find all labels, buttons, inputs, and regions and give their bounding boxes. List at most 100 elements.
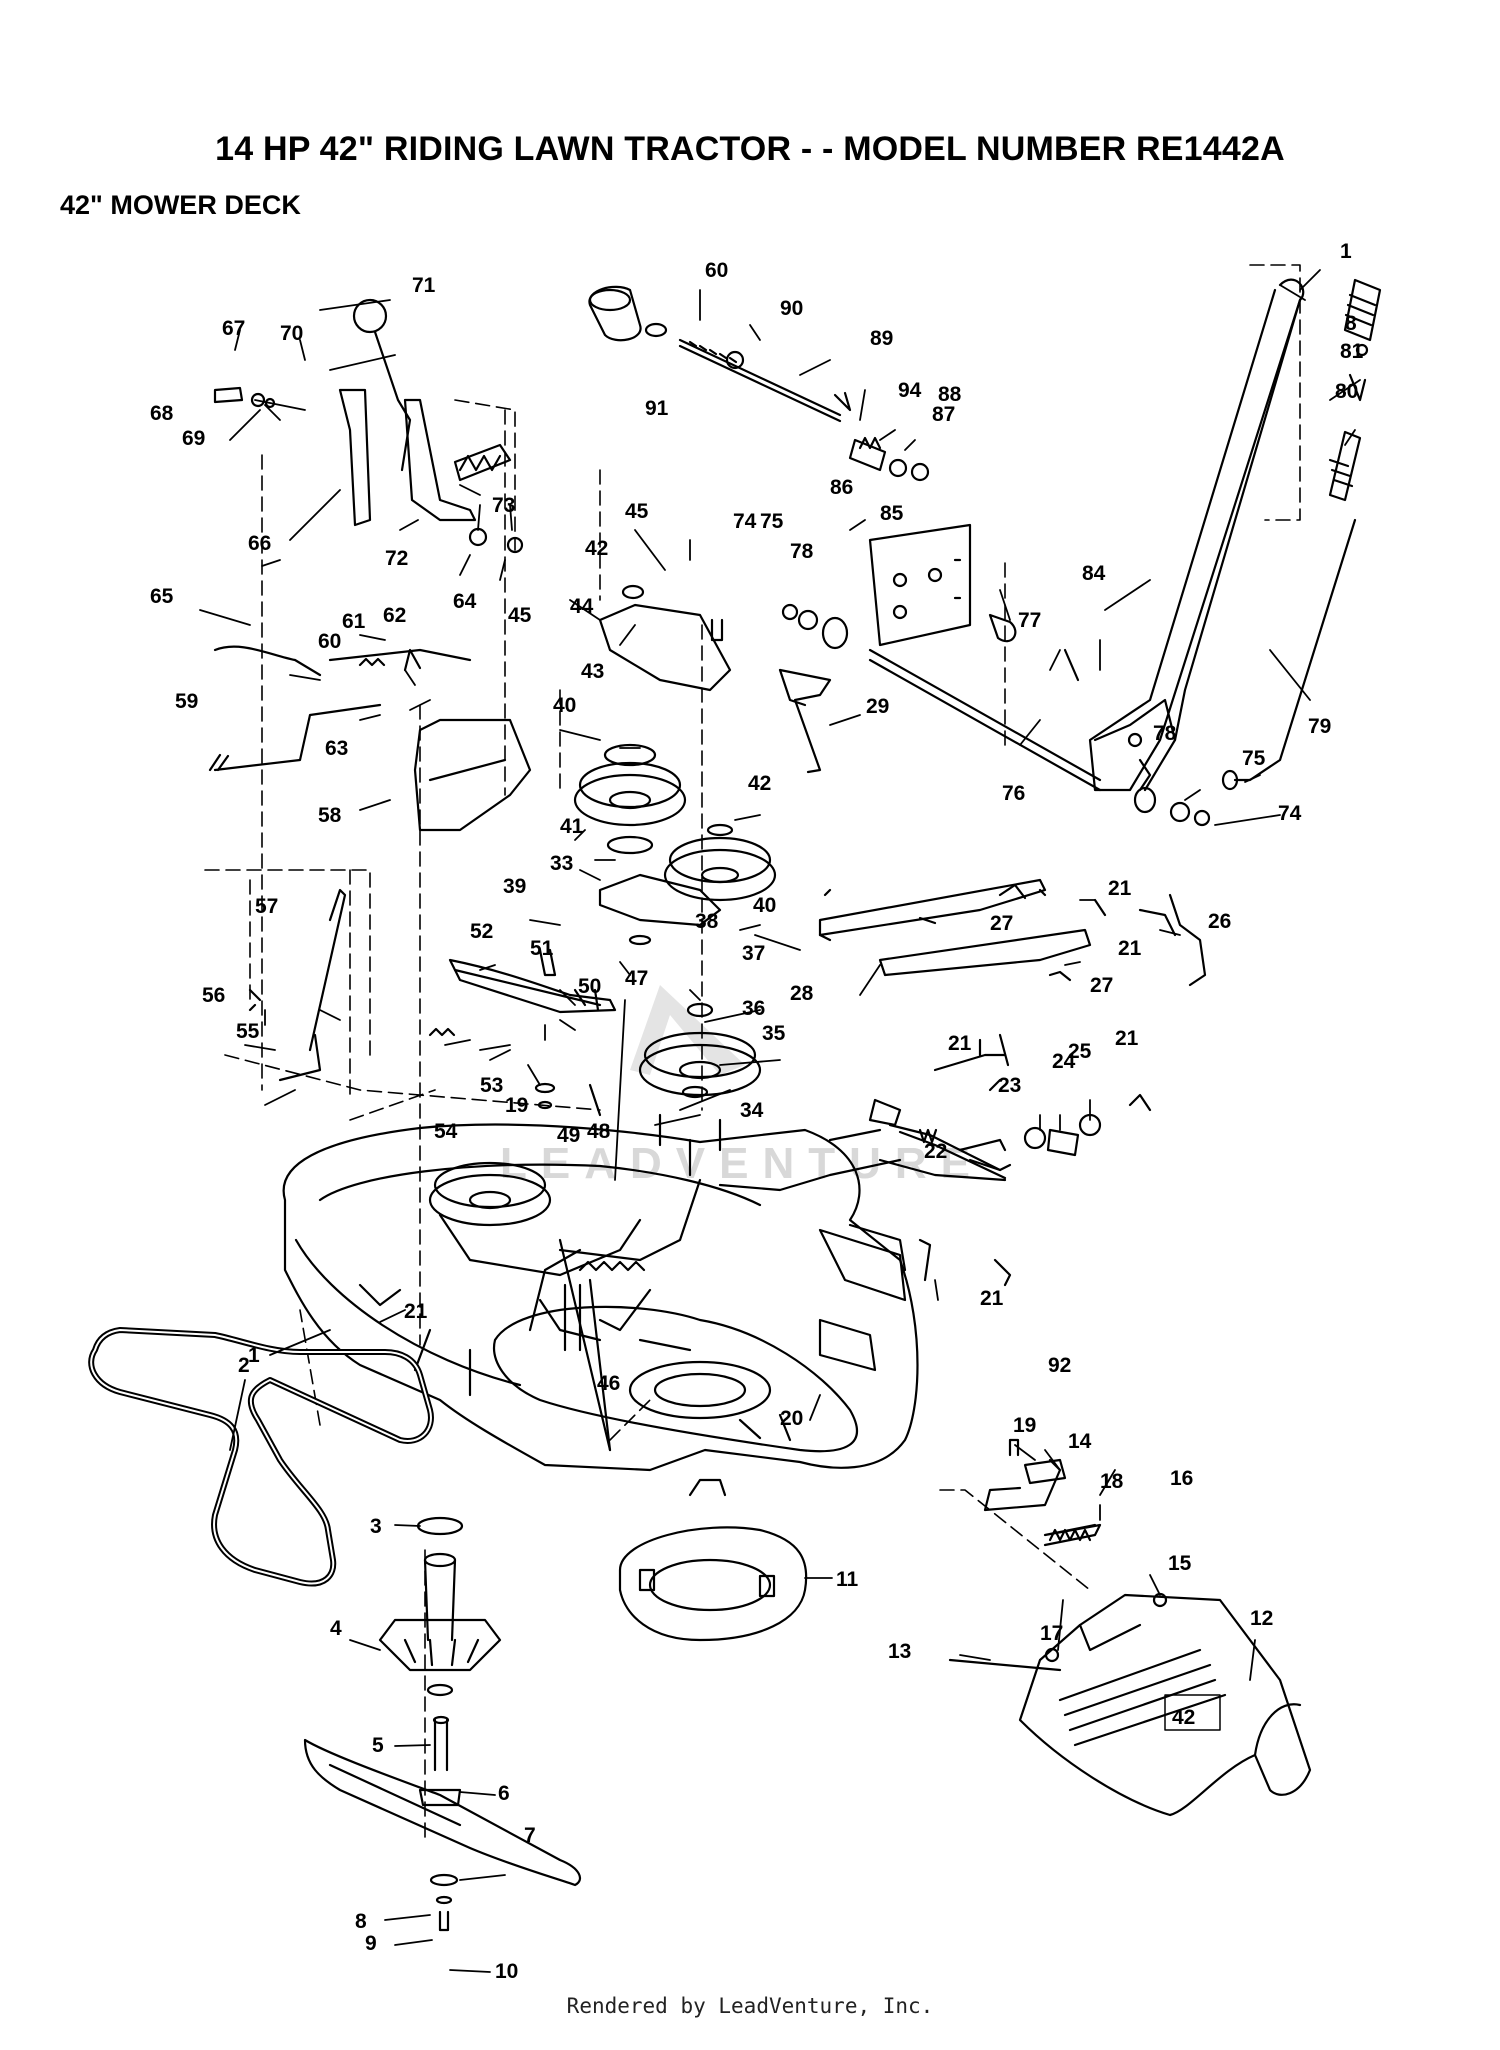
callout-80: 80 bbox=[1335, 380, 1358, 403]
callout-5: 5 bbox=[372, 1734, 384, 1757]
assembly-guide-lines bbox=[204, 264, 1301, 1841]
callout-27a: 27 bbox=[990, 912, 1013, 935]
callout-66: 66 bbox=[248, 532, 271, 555]
callout-54: 54 bbox=[434, 1120, 458, 1143]
brake-arm-assembly bbox=[428, 948, 617, 1117]
deck-size-badge: 42 bbox=[1172, 1706, 1195, 1729]
callout-50: 50 bbox=[578, 975, 601, 998]
callout-21d: 21 bbox=[948, 1032, 972, 1055]
drive-belt bbox=[88, 1327, 434, 1587]
callout-29: 29 bbox=[866, 695, 889, 718]
callout-34: 34 bbox=[740, 1099, 764, 1122]
callout-74b: 74 bbox=[1278, 802, 1302, 825]
callout-78b: 78 bbox=[1153, 722, 1177, 745]
watermark-logo bbox=[630, 985, 745, 1075]
callout-6: 6 bbox=[498, 1782, 510, 1805]
callout-75a: 75 bbox=[760, 510, 784, 533]
callout-91: 91 bbox=[645, 397, 669, 420]
callout-40b: 40 bbox=[753, 894, 776, 917]
callout-28: 28 bbox=[790, 982, 814, 1005]
callout-25: 25 bbox=[1068, 1040, 1092, 1063]
callout-71: 71 bbox=[412, 274, 436, 297]
callout-22: 22 bbox=[924, 1140, 947, 1163]
footer-credit: Rendered by LeadVenture, Inc. bbox=[566, 1994, 934, 2018]
callout-87: 87 bbox=[932, 403, 955, 426]
callout-16: 16 bbox=[1170, 1467, 1193, 1490]
mower-deck-shell bbox=[282, 1123, 919, 1497]
callout-62: 62 bbox=[383, 604, 406, 627]
callout-67: 67 bbox=[222, 317, 245, 340]
callout-33: 33 bbox=[550, 852, 573, 875]
callout-53: 53 bbox=[480, 1074, 503, 1097]
callout-21a: 21 bbox=[404, 1300, 428, 1323]
callout-3: 3 bbox=[370, 1515, 382, 1538]
callout-56: 56 bbox=[202, 984, 225, 1007]
mower-blade bbox=[303, 1738, 582, 1932]
callout-2: 2 bbox=[238, 1354, 250, 1377]
callout-75b: 75 bbox=[1242, 747, 1266, 770]
callout-19b: 19 bbox=[1013, 1414, 1036, 1437]
callout-55: 55 bbox=[236, 1020, 260, 1043]
callout-86: 86 bbox=[830, 476, 853, 499]
lift-linkage-right bbox=[358, 878, 1207, 1307]
callout-26: 26 bbox=[1208, 910, 1231, 933]
pulley-assembly bbox=[573, 584, 777, 1177]
callout-13: 13 bbox=[888, 1640, 911, 1663]
callout-9: 9 bbox=[365, 1932, 377, 1955]
callout-57: 57 bbox=[255, 895, 278, 918]
discharge-chute bbox=[1018, 1593, 1312, 1817]
lift-lever-arm bbox=[1088, 278, 1382, 792]
callout-37: 37 bbox=[742, 942, 765, 965]
callout-60a: 60 bbox=[318, 630, 341, 653]
callout-76: 76 bbox=[1002, 782, 1025, 805]
callout-12: 12 bbox=[1250, 1607, 1273, 1630]
callout-83: 1 bbox=[1340, 240, 1352, 263]
callout-64: 64 bbox=[453, 590, 477, 613]
callout-52: 52 bbox=[470, 920, 493, 943]
callout-58: 58 bbox=[318, 804, 342, 827]
callout-27b: 27 bbox=[1090, 974, 1113, 997]
deck-rods bbox=[718, 1098, 1102, 1282]
callout-7: 7 bbox=[524, 1824, 536, 1847]
callout-63: 63 bbox=[325, 737, 348, 760]
leader-lines bbox=[199, 269, 1361, 1973]
callout-44: 44 bbox=[570, 595, 594, 618]
callout-70: 70 bbox=[280, 322, 303, 345]
section-subtitle: 42" MOWER DECK bbox=[60, 190, 301, 220]
callout-60b: 60 bbox=[705, 259, 728, 282]
chute-mount-hardware bbox=[948, 1438, 1168, 1672]
callout-68: 68 bbox=[150, 402, 174, 425]
callout-23: 23 bbox=[998, 1074, 1021, 1097]
callout-21c: 21 bbox=[1118, 937, 1142, 960]
callout-35: 35 bbox=[762, 1022, 786, 1045]
callout-45b: 45 bbox=[508, 604, 532, 627]
callout-82: 8 bbox=[1345, 312, 1357, 335]
spindle-housing bbox=[378, 1516, 502, 1697]
callout-21e: 21 bbox=[1115, 1027, 1139, 1050]
callout-51: 51 bbox=[530, 937, 554, 960]
callout-94: 94 bbox=[898, 379, 922, 402]
callout-17: 17 bbox=[1040, 1622, 1063, 1645]
callout-40a: 40 bbox=[553, 694, 576, 717]
callout-84: 84 bbox=[1082, 562, 1106, 585]
callout-72: 72 bbox=[385, 547, 408, 570]
spindle-shaft bbox=[418, 1715, 462, 1807]
callout-8: 8 bbox=[355, 1910, 367, 1933]
callout-89: 89 bbox=[870, 327, 893, 350]
callout-90: 90 bbox=[780, 297, 803, 320]
callout-14: 14 bbox=[1068, 1430, 1092, 1453]
callout-10: 10 bbox=[495, 1960, 518, 1983]
callout-15: 15 bbox=[1168, 1552, 1192, 1575]
callout-69: 69 bbox=[182, 427, 205, 450]
callout-92: 92 bbox=[1048, 1354, 1071, 1377]
lift-shaft-assembly bbox=[778, 523, 1211, 827]
callout-21b: 21 bbox=[1108, 877, 1132, 900]
callout-36: 36 bbox=[742, 997, 765, 1020]
callout-24: 24 bbox=[1052, 1050, 1076, 1073]
lift-handle-assembly bbox=[213, 298, 524, 554]
callout-20: 20 bbox=[780, 1407, 803, 1430]
callout-49: 49 bbox=[557, 1124, 580, 1147]
callout-65: 65 bbox=[150, 585, 174, 608]
